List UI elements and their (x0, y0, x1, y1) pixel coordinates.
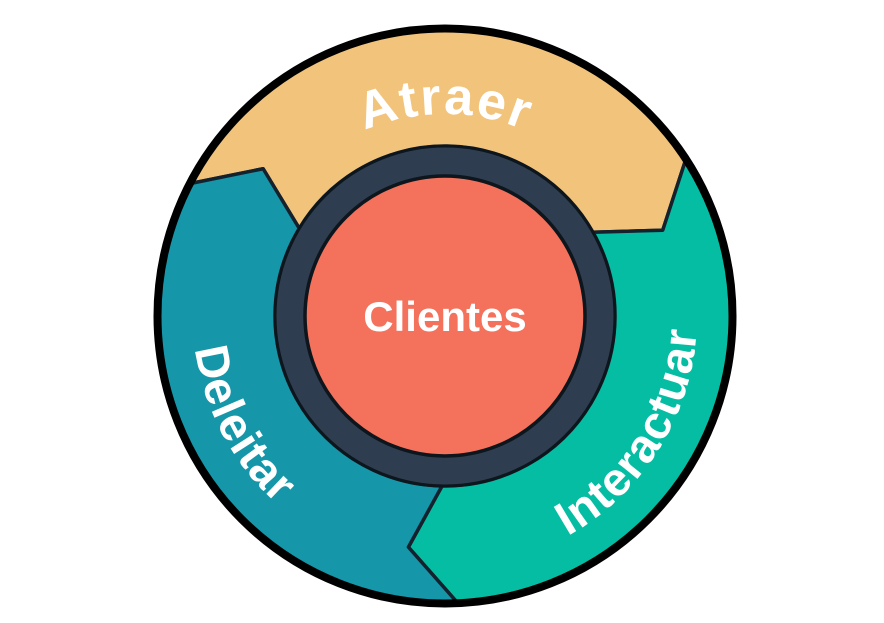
label-clientes: Clientes (363, 293, 526, 340)
center-circle (303, 174, 587, 458)
outer-rim-circle (153, 24, 737, 608)
